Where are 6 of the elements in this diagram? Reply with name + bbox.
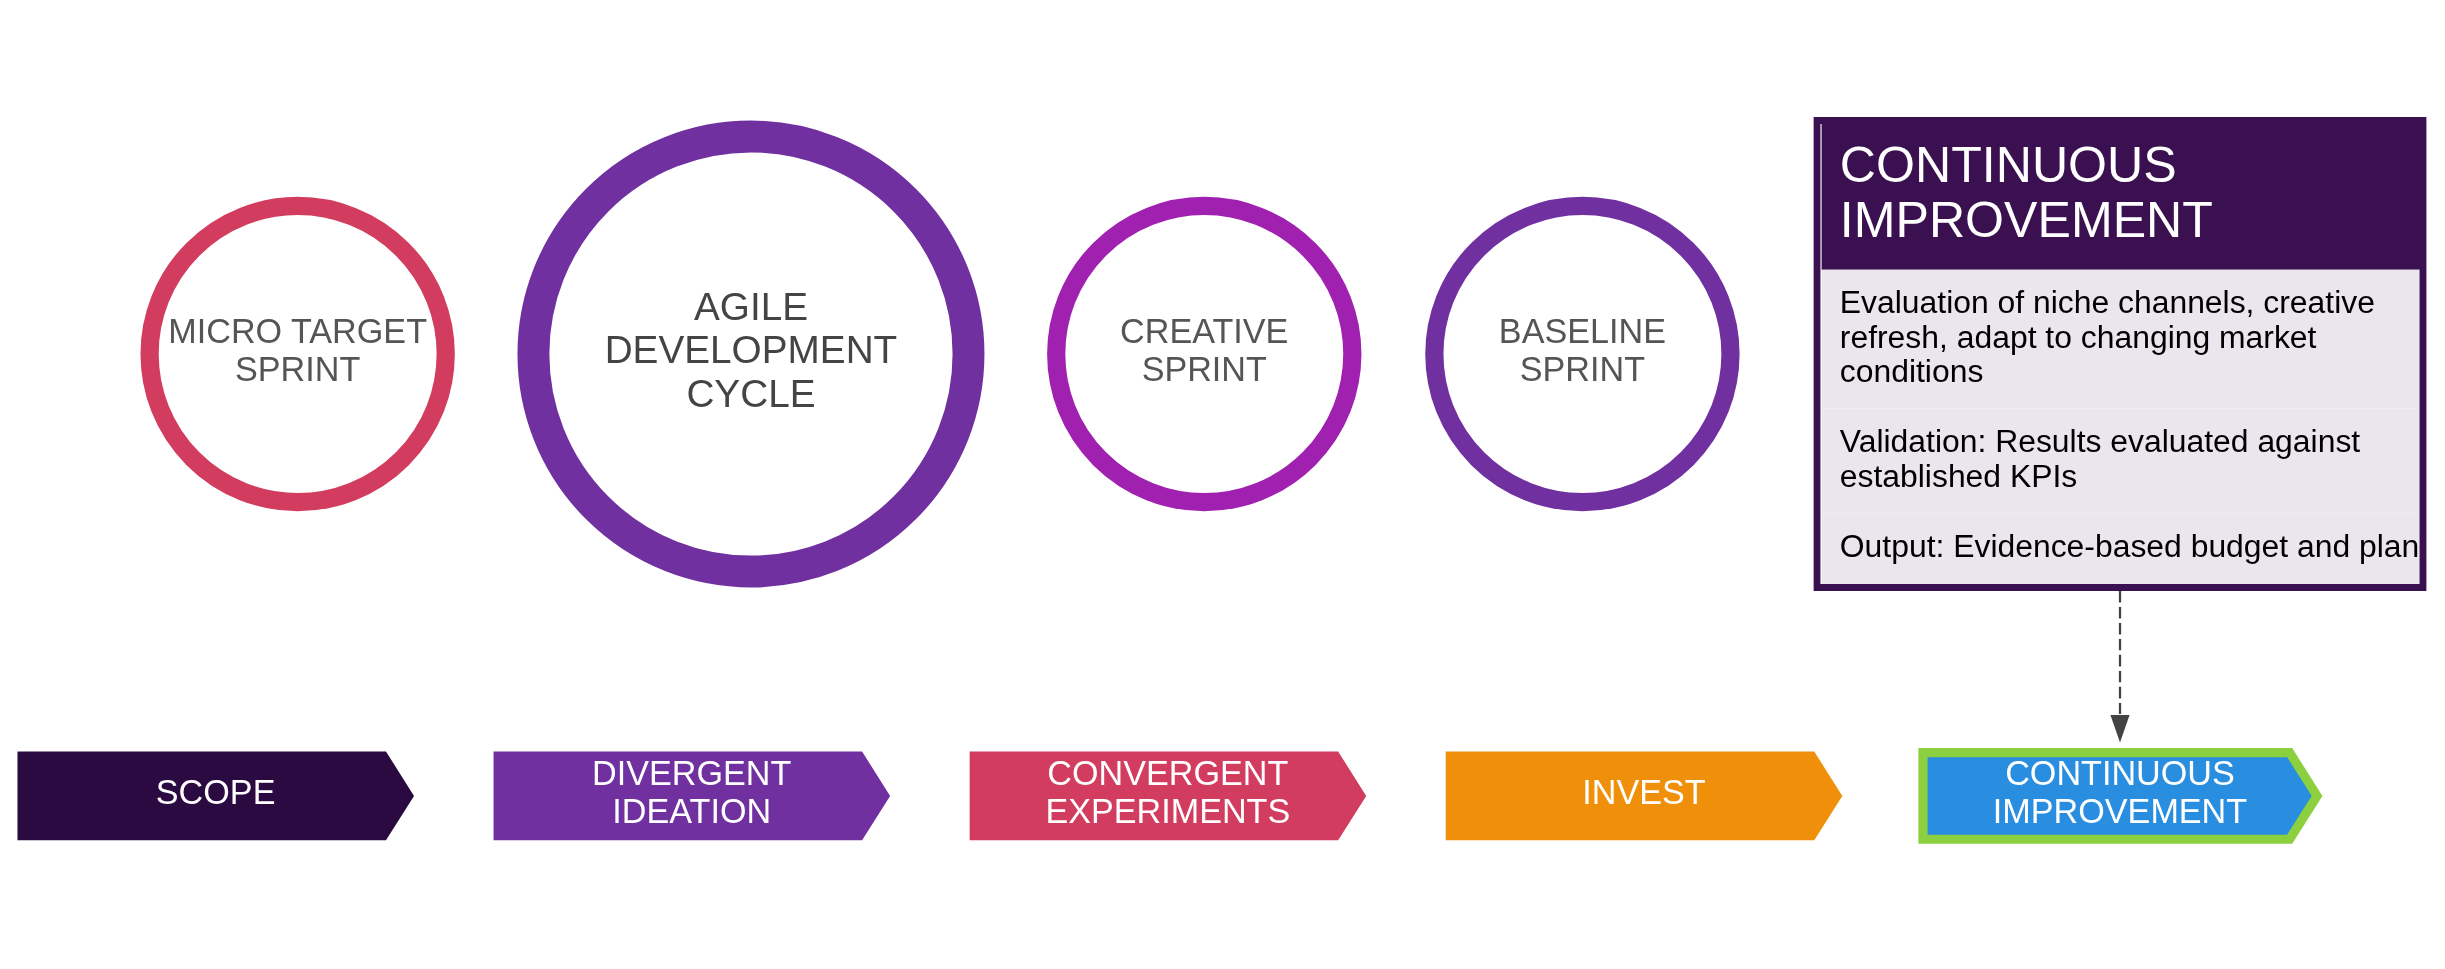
node-circle: CREATIVE SPRINT [1047,196,1362,511]
node-circle: AGILE DEVELOPMENT CYCLE [517,120,985,587]
node-box: CONTINUOUS IMPROVEMENT Evaluation of niche channels, creative refresh, adapt to changing market conditions Validation: Results evaluated against established KPIs Output: Evidence-based budget and plan [1813,116,2427,591]
node-circle: MICRO TARGET SPRINT [140,196,455,511]
node-circle: BASELINE SPRINT [1425,196,1740,511]
arrow [2110,590,2130,742]
